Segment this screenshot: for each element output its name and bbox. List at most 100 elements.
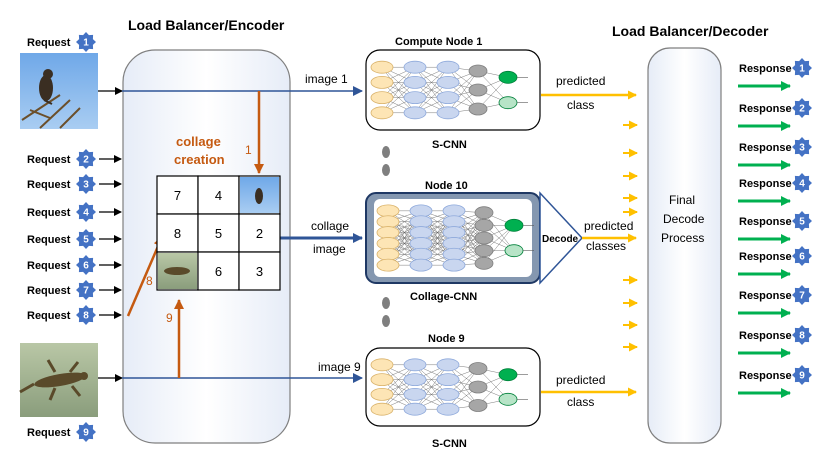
orange-arrow-8 (126, 236, 164, 317)
cnn-neuron (370, 358, 394, 372)
star-badge-icon (792, 246, 812, 266)
badge-number: 1 (83, 38, 89, 49)
cnn-neuron (403, 106, 427, 120)
badge-number: 3 (83, 180, 89, 191)
cnn-neuron (474, 244, 494, 258)
cnn-neuron (436, 387, 460, 401)
cnn-neuron (498, 70, 518, 84)
response-badge-5: 5 (792, 211, 812, 231)
cnn-neuron (474, 206, 494, 220)
cnn-neuron (403, 402, 427, 416)
salamander-image (19, 343, 98, 417)
request-badge-6: 6 (76, 255, 96, 275)
collage-cell (238, 213, 281, 253)
ellipsis-dot (382, 164, 390, 176)
star-badge-icon (76, 280, 96, 300)
response-label: Response (739, 178, 792, 190)
cnn-neuron (442, 247, 466, 261)
cnn-neuron (442, 237, 466, 250)
request-label: Request (27, 207, 71, 219)
cnn-neuron (370, 106, 394, 120)
request-label: Request (27, 234, 71, 246)
cnn-neuron (409, 258, 433, 272)
ellipsis-dot (382, 297, 390, 309)
ellipsis-dot (382, 315, 390, 327)
badge-number: 4 (799, 179, 805, 190)
request-label: Request (27, 310, 71, 322)
cnn-neuron (436, 76, 460, 89)
cnn-neuron (442, 215, 466, 229)
cnn-neuron (468, 64, 488, 78)
response-badge-9: 9 (792, 365, 812, 385)
cnn-neuron (370, 60, 394, 74)
cnn-neuron (442, 204, 466, 218)
cnn-neuron (370, 91, 394, 104)
collage-cell (156, 175, 199, 215)
cnn-neuron (504, 218, 524, 232)
orange-label-8: 8 (146, 274, 153, 288)
cnn-connection (414, 67, 449, 113)
cnn-neuron (376, 258, 400, 272)
pred1-label-2: class (567, 98, 594, 112)
cnn-neuron (436, 106, 460, 120)
response-badge-8: 8 (792, 325, 812, 345)
pred10-label-1: predicted (584, 219, 633, 233)
cnn-neuron (376, 204, 400, 218)
cnn-neuron (498, 368, 518, 382)
response-label: Response (739, 330, 792, 342)
request-badge-5: 5 (76, 229, 96, 249)
collage-cell-number: 4 (215, 188, 222, 203)
cnn-neuron (376, 247, 400, 261)
badge-number: 2 (799, 104, 805, 115)
star-badge-icon (76, 229, 96, 249)
node9-caption: S-CNN (432, 438, 467, 450)
cnn-neuron (376, 215, 400, 229)
cnn-connection (381, 67, 416, 113)
decoder-header: Load Balancer/Decoder (612, 23, 769, 39)
cnn-neuron (370, 76, 394, 89)
collage-cell-number: 3 (256, 264, 263, 279)
cnn-neuron (436, 373, 460, 387)
collage-cell-number: 8 (174, 226, 181, 241)
cnn-neuron (403, 91, 427, 104)
response-badge-4: 4 (792, 173, 812, 193)
cnn-neuron (403, 358, 427, 372)
cnn-neuron (376, 226, 400, 239)
collage-flow-label-2: image (313, 242, 346, 256)
cnn-neuron (468, 102, 488, 116)
request-label: Request (27, 37, 71, 49)
request-label: Request (27, 179, 71, 191)
cnn-neuron (436, 402, 460, 416)
collage-salamander-thumbnail (158, 253, 197, 289)
cnn-neuron (468, 380, 488, 394)
decode-triangle (539, 191, 584, 285)
cnn-neuron (498, 96, 518, 110)
encoder-header: Load Balancer/Encoder (128, 17, 285, 33)
collage-creation-label-1: collage (176, 134, 221, 149)
node1-caption: S-CNN (432, 139, 467, 151)
node9-network (370, 358, 528, 416)
pred10-label-2: classes (586, 239, 626, 253)
cnn-neuron (370, 402, 394, 416)
star-badge-icon (792, 365, 812, 385)
image9-flow-label: image 9 (318, 360, 361, 374)
response-label: Response (739, 103, 792, 115)
small-output-arrows (623, 120, 638, 352)
response-label: Response (739, 142, 792, 154)
node9-title: Node 9 (428, 333, 465, 345)
response-badge-6: 6 (792, 246, 812, 266)
response-label: Response (739, 370, 792, 382)
collage-cell-number: 2 (256, 226, 263, 241)
cnn-neuron (474, 231, 494, 245)
cnn-neuron (474, 218, 494, 232)
star-badge-icon (76, 305, 96, 325)
cnn-connection (447, 67, 479, 110)
cnn-neuron (468, 362, 488, 375)
star-badge-icon (76, 174, 96, 194)
star-badge-icon (792, 211, 812, 231)
cnn-neuron (436, 358, 460, 372)
response-label: Response (739, 251, 792, 263)
